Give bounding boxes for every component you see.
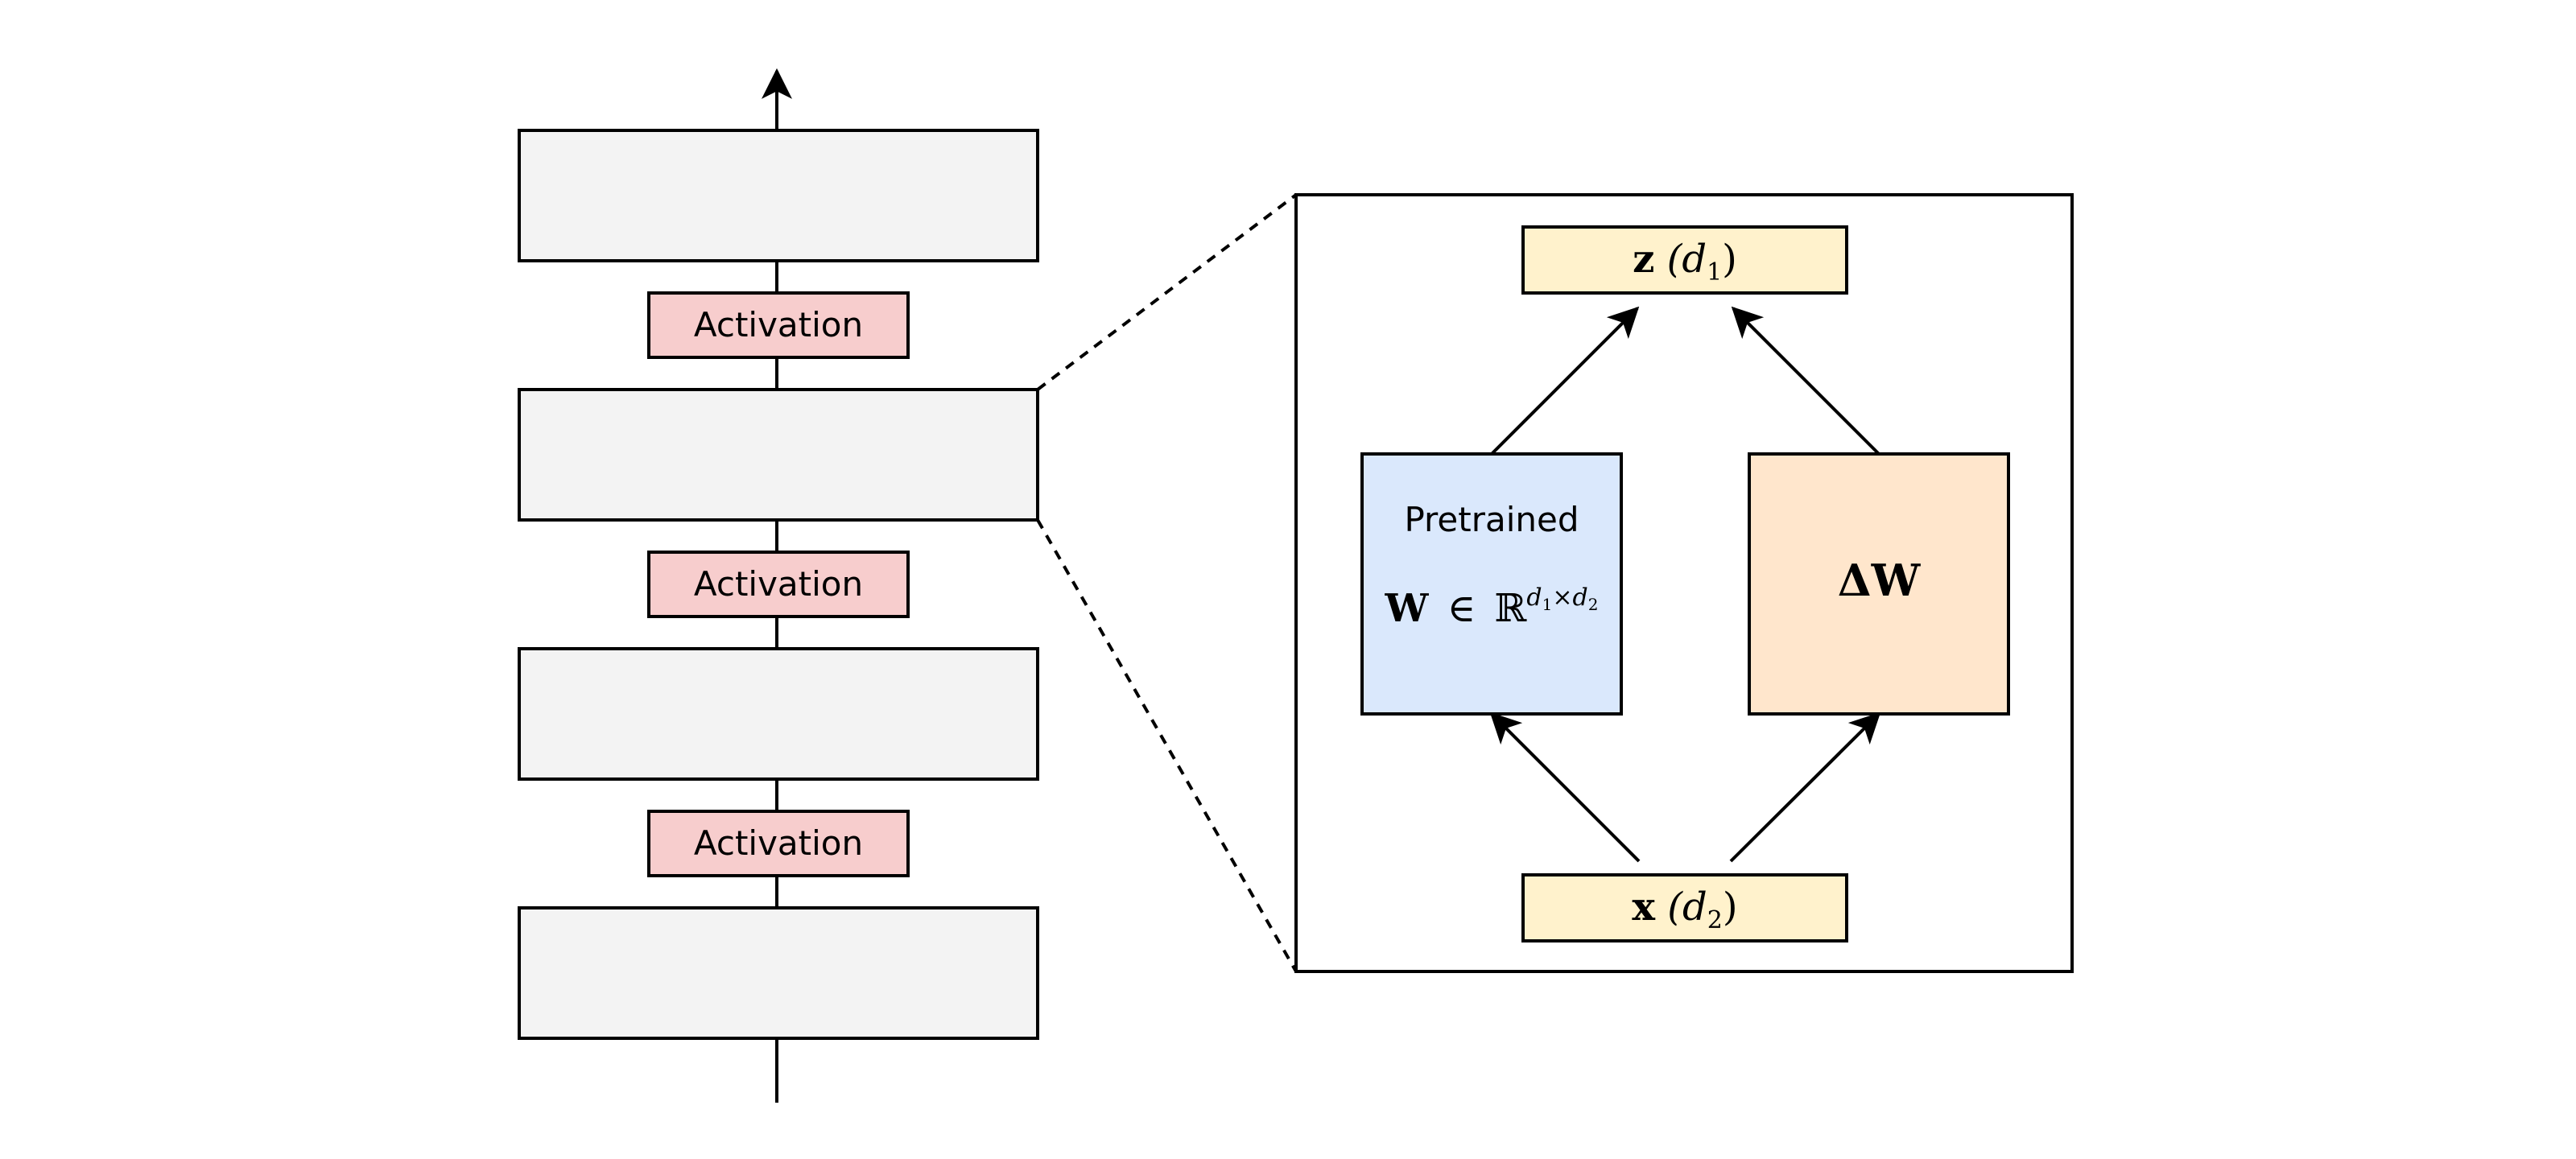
svg-text:x (d2): x (d2) [1632,885,1737,934]
detail-panel: z (d1) Pretrained W ∈ ℝd1×d2 ΔW x [1294,193,2074,973]
layer-block-3 [518,647,1039,781]
input-dim-close: ) [1723,885,1738,930]
activation-label: Activation [694,564,863,604]
arrow-delta-to-output [1731,306,1880,456]
output-dim: (d [1667,237,1707,282]
pretrained-symbol: W [1385,586,1430,631]
activation-box-2: Activation [647,551,910,618]
pretrained-relation: ∈ [1447,586,1476,631]
delta-symbol: ΔW [1838,555,1922,606]
pretrained-exp-times: × [1552,584,1572,612]
pretrained-weight-box: Pretrained W ∈ ℝd1×d2 [1360,452,1623,716]
delta-weight-box: ΔW [1748,452,2010,716]
input-box: x (d2) [1521,873,1848,942]
output-box: z (d1) [1521,225,1848,295]
activation-box-3: Activation [647,810,910,877]
output-dim-close: ) [1722,237,1737,282]
network-stack: Activation Activation Activation [518,68,1039,1103]
input-dim-sub: 2 [1707,906,1723,934]
arrow-pretrained-to-output [1490,306,1640,456]
zoom-line-bottom [1036,519,1298,972]
pretrained-exp-a: d [1526,584,1542,612]
zoom-line-top [1036,193,1298,391]
pretrained-exp-a-sub: 1 [1542,595,1553,614]
pretrained-exp-b: d [1573,584,1588,612]
output-dim-sub: 1 [1707,258,1722,287]
activation-label: Activation [694,823,863,863]
pretrained-exp-b-sub: 2 [1588,595,1599,614]
layer-block-4 [518,906,1039,1040]
arrow-input-to-pretrained [1489,711,1641,863]
layer-block-1 [518,129,1039,262]
activation-label: Activation [694,305,863,344]
pretrained-space: ℝ [1495,586,1527,631]
activation-box-1: Activation [647,291,910,359]
svg-text:z (d1): z (d1) [1633,237,1737,287]
arrow-input-to-delta [1729,711,1881,863]
output-symbol: z [1633,237,1654,282]
svg-text:W ∈ ℝd1×d2: W ∈ ℝd1×d2 [1385,584,1599,631]
pretrained-label: Pretrained [1404,500,1579,539]
input-symbol: x [1632,885,1655,930]
input-dim: (d [1667,885,1707,930]
layer-block-2 [518,388,1039,522]
